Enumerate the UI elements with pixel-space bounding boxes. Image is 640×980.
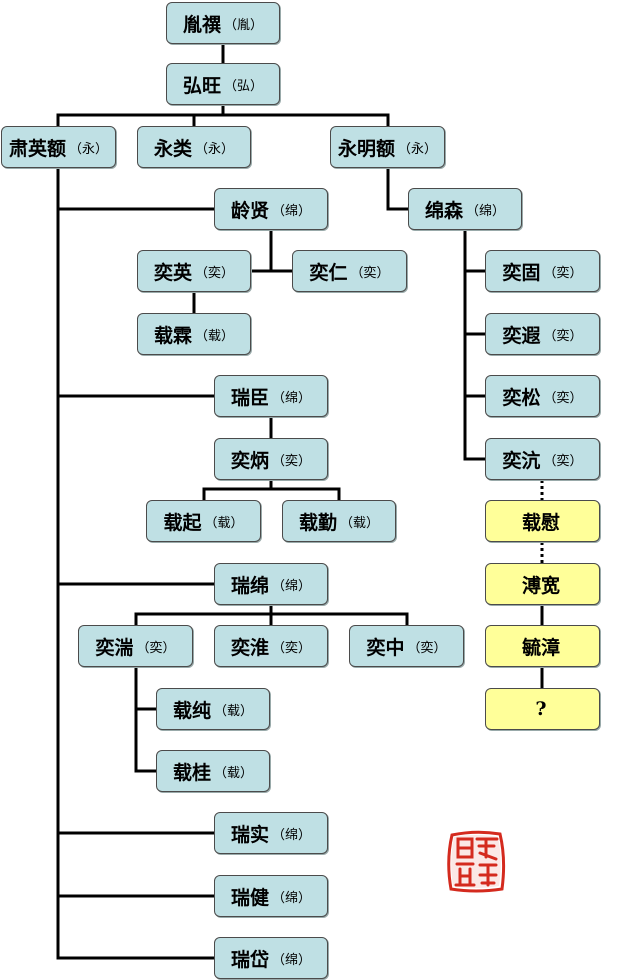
node-hong-wang[interactable]: 弘旺（弘）: [166, 63, 280, 105]
node-name: ?: [535, 698, 547, 720]
node-generation: （载）: [204, 515, 244, 531]
node-name: 奕中: [366, 636, 405, 659]
node-zai-gui[interactable]: 载桂（载）: [156, 750, 270, 792]
node-name: 载勤: [298, 511, 337, 534]
node-name: 瑞健: [230, 886, 269, 909]
node-yi-huai[interactable]: 奕淮（奕）: [214, 625, 328, 667]
node-name: 载纯: [172, 699, 211, 722]
node-name: 永类: [153, 137, 192, 160]
node-generation: （载）: [214, 703, 254, 719]
node-generation: （绵）: [272, 578, 312, 594]
node-name: 奕仁: [309, 261, 348, 284]
node-unknown[interactable]: ?: [485, 688, 600, 730]
node-name: 瑞实: [230, 823, 269, 846]
node-generation: （绵）: [272, 827, 312, 843]
node-name: 奕遐: [502, 324, 541, 347]
node-name: 毓漳: [521, 636, 560, 659]
node-name: 载桂: [172, 761, 211, 784]
node-name: 肃英额: [8, 137, 66, 160]
node-zai-wei[interactable]: 载慰: [485, 500, 600, 542]
node-generation: （载）: [214, 765, 254, 781]
node-rui-chen[interactable]: 瑞臣（绵）: [214, 375, 328, 417]
node-generation: （奕）: [543, 328, 583, 344]
node-name: 瑞岱: [230, 948, 269, 971]
node-generation: （绵）: [272, 203, 312, 219]
node-generation: （绵）: [272, 890, 312, 906]
node-zai-lin[interactable]: 载霖（载）: [137, 313, 251, 355]
node-generation: （奕）: [272, 453, 312, 469]
node-zai-qin[interactable]: 载勤（载）: [282, 500, 396, 542]
node-generation: （奕）: [350, 265, 390, 281]
node-generation: （奕）: [136, 640, 176, 656]
node-generation: （永）: [195, 141, 235, 157]
node-name: 弘旺: [182, 74, 221, 97]
node-name: 绵森: [424, 199, 463, 222]
node-name: 奕湍: [95, 636, 134, 659]
node-yi-gu[interactable]: 奕固（奕）: [485, 250, 600, 292]
node-name: 奕沆: [502, 449, 541, 472]
node-name: 奕固: [502, 261, 541, 284]
red-seal-stamp-icon: [447, 830, 506, 893]
node-rui-jian[interactable]: 瑞健（绵）: [214, 875, 328, 917]
node-generation: （奕）: [195, 265, 235, 281]
node-name: 奕英: [153, 261, 192, 284]
node-generation: （奕）: [407, 640, 447, 656]
node-name: 奕炳: [230, 449, 269, 472]
node-name: 奕松: [502, 386, 541, 409]
node-generation: （绵）: [466, 203, 506, 219]
node-generation: （奕）: [543, 265, 583, 281]
node-name: 载慰: [521, 511, 560, 534]
node-rui-dai[interactable]: 瑞岱（绵）: [214, 937, 328, 979]
node-su-ying-e[interactable]: 肃英额（永）: [1, 126, 116, 168]
node-yin-si[interactable]: 胤禩（胤）: [166, 2, 280, 44]
node-name: 瑞绵: [230, 574, 269, 597]
node-generation: （奕）: [543, 390, 583, 406]
node-generation: （永）: [398, 141, 438, 157]
node-generation: （弘）: [224, 78, 264, 94]
node-yong-ming-e[interactable]: 永明额（永）: [330, 126, 445, 168]
node-yi-xia[interactable]: 奕遐（奕）: [485, 313, 600, 355]
node-name: 永明额: [337, 137, 395, 160]
node-yi-zhong[interactable]: 奕中（奕）: [349, 625, 464, 667]
node-generation: （绵）: [272, 952, 312, 968]
node-name: 载起: [163, 511, 202, 534]
node-name: 载霖: [153, 324, 192, 347]
node-ling-xian[interactable]: 龄贤（绵）: [214, 188, 328, 230]
node-yi-ren[interactable]: 奕仁（奕）: [292, 250, 407, 292]
node-zai-qi[interactable]: 载起（载）: [146, 500, 261, 542]
node-yi-bing[interactable]: 奕炳（奕）: [214, 438, 328, 480]
node-yong-lei[interactable]: 永类（永）: [137, 126, 251, 168]
node-mian-sen[interactable]: 绵森（绵）: [408, 188, 522, 230]
node-generation: （载）: [195, 328, 235, 344]
node-yi-song[interactable]: 奕松（奕）: [485, 375, 600, 417]
node-generation: （绵）: [272, 390, 312, 406]
node-yu-zhang[interactable]: 毓漳: [485, 625, 600, 667]
node-yi-hang[interactable]: 奕沆（奕）: [485, 438, 600, 480]
node-rui-mian[interactable]: 瑞绵（绵）: [214, 563, 328, 605]
node-generation: （永）: [69, 141, 109, 157]
node-name: 胤禩: [182, 13, 221, 36]
node-generation: （载）: [340, 515, 380, 531]
node-name: 溥宽: [521, 574, 560, 597]
node-name: 奕淮: [230, 636, 269, 659]
node-generation: （胤）: [224, 17, 264, 33]
node-generation: （奕）: [272, 640, 312, 656]
node-yi-tuan[interactable]: 奕湍（奕）: [78, 625, 193, 667]
node-generation: （奕）: [543, 453, 583, 469]
node-pu-kuan[interactable]: 溥宽: [485, 563, 600, 605]
node-name: 龄贤: [230, 199, 269, 222]
node-zai-chun[interactable]: 载纯（载）: [156, 688, 270, 730]
node-name: 瑞臣: [230, 386, 269, 409]
node-yi-ying[interactable]: 奕英（奕）: [137, 250, 251, 292]
node-rui-shi[interactable]: 瑞实（绵）: [214, 812, 328, 854]
